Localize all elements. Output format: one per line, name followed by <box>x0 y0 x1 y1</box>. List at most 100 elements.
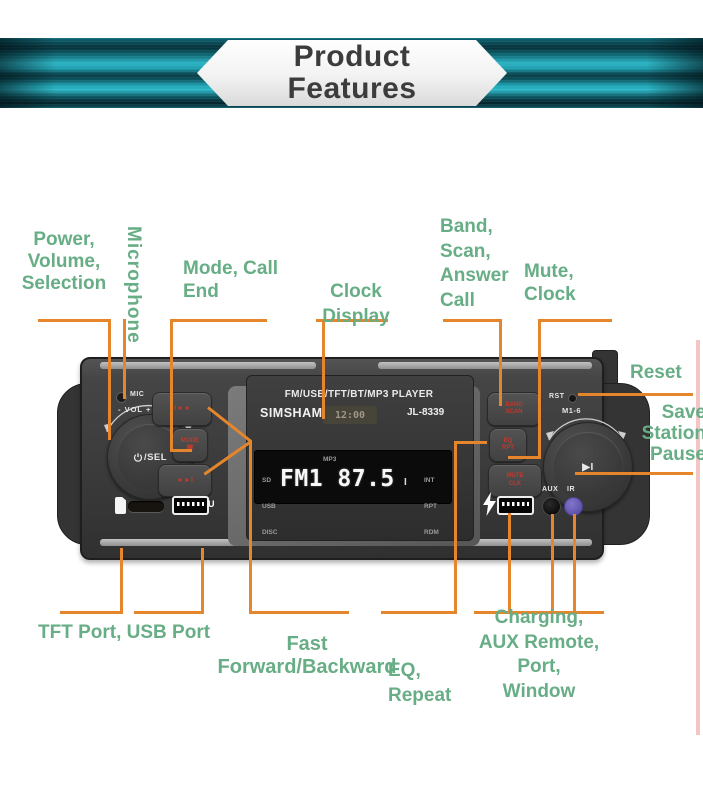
usb-pins-icon <box>502 502 529 506</box>
usb-port <box>172 496 209 515</box>
connector-line <box>170 319 267 322</box>
callout-power-volume-selection: Power, Volume, Selection <box>21 229 107 294</box>
connector-line <box>170 449 192 452</box>
connector-line <box>573 514 576 613</box>
rewind-button: I◄◄ <box>152 392 212 426</box>
callout-eq-repeat: EQ, Repeat <box>388 660 452 706</box>
lcd-mp3-indicator: MP3 <box>323 456 337 463</box>
lcd-rdm: RDM <box>424 529 439 536</box>
callout-microphone: Microphone <box>123 226 144 344</box>
connector-line <box>201 548 204 614</box>
scan-button-label: SCAN <box>505 409 523 415</box>
ir-label: IR <box>567 486 575 493</box>
connector-line <box>508 456 541 459</box>
banner-chevron: Product Features <box>197 40 507 106</box>
callout-mute-clock: Mute, Clock <box>524 261 576 305</box>
connector-line <box>249 611 349 614</box>
aux-label: AUX <box>542 486 559 493</box>
mic-label: MIC <box>130 391 145 398</box>
connector-line <box>454 441 487 444</box>
connector-line <box>443 319 502 322</box>
clock-display: 12:00 <box>323 406 377 424</box>
lcd-frequency: FM1 87.5 <box>280 466 395 492</box>
sel-label: /SEL <box>143 451 168 463</box>
callout-band-scan-answer-call: Band, Scan, Answer Call <box>440 216 509 311</box>
usb-pins-icon <box>177 502 204 506</box>
connector-line <box>38 319 111 322</box>
connector-line <box>578 393 693 396</box>
band-scan-button: BAND SCAN <box>487 392 541 426</box>
eq-button-label: EQ <box>503 437 513 444</box>
clk-button-label: CLK <box>508 480 522 487</box>
volume-label: - VOL + <box>118 405 152 414</box>
mode-call-end-button: MODE ☎ <box>172 428 208 462</box>
connector-line <box>316 319 388 322</box>
usb-label: U <box>208 499 215 509</box>
mode-button-label: MODE <box>181 437 199 444</box>
lcd-int: INT <box>424 477 435 484</box>
connector-line <box>381 611 457 614</box>
connector-line <box>120 548 123 614</box>
lightning-icon <box>483 492 496 516</box>
connector-line <box>508 513 511 613</box>
mic-hole-icon <box>116 392 127 403</box>
forward-button-label: ►►I <box>177 476 193 484</box>
lcd-screen <box>254 450 452 504</box>
model-number: JL-8339 <box>407 407 445 418</box>
rst-label: RST <box>549 393 565 400</box>
connector-line <box>322 319 325 419</box>
top-slot-strip <box>378 362 592 369</box>
reset-hole-icon <box>568 394 577 403</box>
tune-knob: ▶I <box>543 422 633 512</box>
callout-mode-call-end: Mode, Call End <box>183 258 279 302</box>
mute-button-label: MUTE <box>506 473 524 479</box>
callout-clock-display: Clock Display <box>322 281 390 327</box>
power-icon <box>133 452 143 462</box>
connector-line <box>249 440 252 614</box>
lcd-mode-indicators: INT RPT RDM <box>424 461 439 552</box>
lcd-disc: DISC <box>262 529 278 536</box>
connector-line <box>538 319 612 322</box>
tft-card-slot <box>128 501 164 512</box>
connector-line <box>60 611 123 614</box>
mute-clock-button: MUTE CLK <box>488 464 542 497</box>
lcd-source-indicators: SD USB DISC <box>262 461 278 552</box>
banner-title-line2: Features <box>287 72 417 105</box>
lcd-rpt: RPT <box>424 503 437 510</box>
brand-logo: SIMSHAM+ <box>260 406 327 420</box>
tft-card-icon <box>115 497 126 514</box>
callout-reset: Reset <box>630 362 682 383</box>
clock-time: 12:00 <box>334 409 366 421</box>
rpt-button-label: RPT <box>502 445 514 451</box>
brand-name: SIMSHAM <box>260 406 323 420</box>
m16-label: M1-6 <box>562 406 582 415</box>
lcd-usb: USB <box>262 503 276 510</box>
connector-line <box>108 319 111 440</box>
band-button-label: BAND <box>505 401 523 408</box>
call-end-icon: ☎ <box>186 445 194 451</box>
callout-fast-forward-backward: Fast Forward/Backward <box>217 633 397 678</box>
callout-tft-usb-port: TFT Port, USB Port <box>38 622 211 643</box>
connector-line <box>454 441 457 614</box>
connector-line <box>551 514 554 613</box>
connector-line <box>538 319 541 459</box>
connector-line <box>170 319 173 452</box>
callout-save-station-pause: Save Station Pause <box>641 402 703 465</box>
forward-button: ►►I <box>158 464 212 497</box>
connector-line <box>575 472 693 475</box>
connector-line <box>134 611 204 614</box>
connector-line <box>123 319 126 399</box>
rewind-button-label: I◄◄ <box>174 405 190 412</box>
top-slot-strip <box>100 362 316 369</box>
bottom-slot-strip <box>100 539 316 546</box>
banner-title-line1: Product <box>293 40 411 73</box>
lcd-sd: SD <box>262 477 272 484</box>
edge-strip <box>696 340 700 735</box>
callout-charging-aux-remote: Charging, AUX Remote, Port, Window <box>478 607 600 702</box>
connector-line <box>474 611 604 614</box>
lcd-signal-bar: I <box>404 477 407 488</box>
play-pause-icon: ▶I <box>582 461 594 473</box>
bottom-slot-strip <box>388 539 592 546</box>
connector-line <box>499 319 502 406</box>
